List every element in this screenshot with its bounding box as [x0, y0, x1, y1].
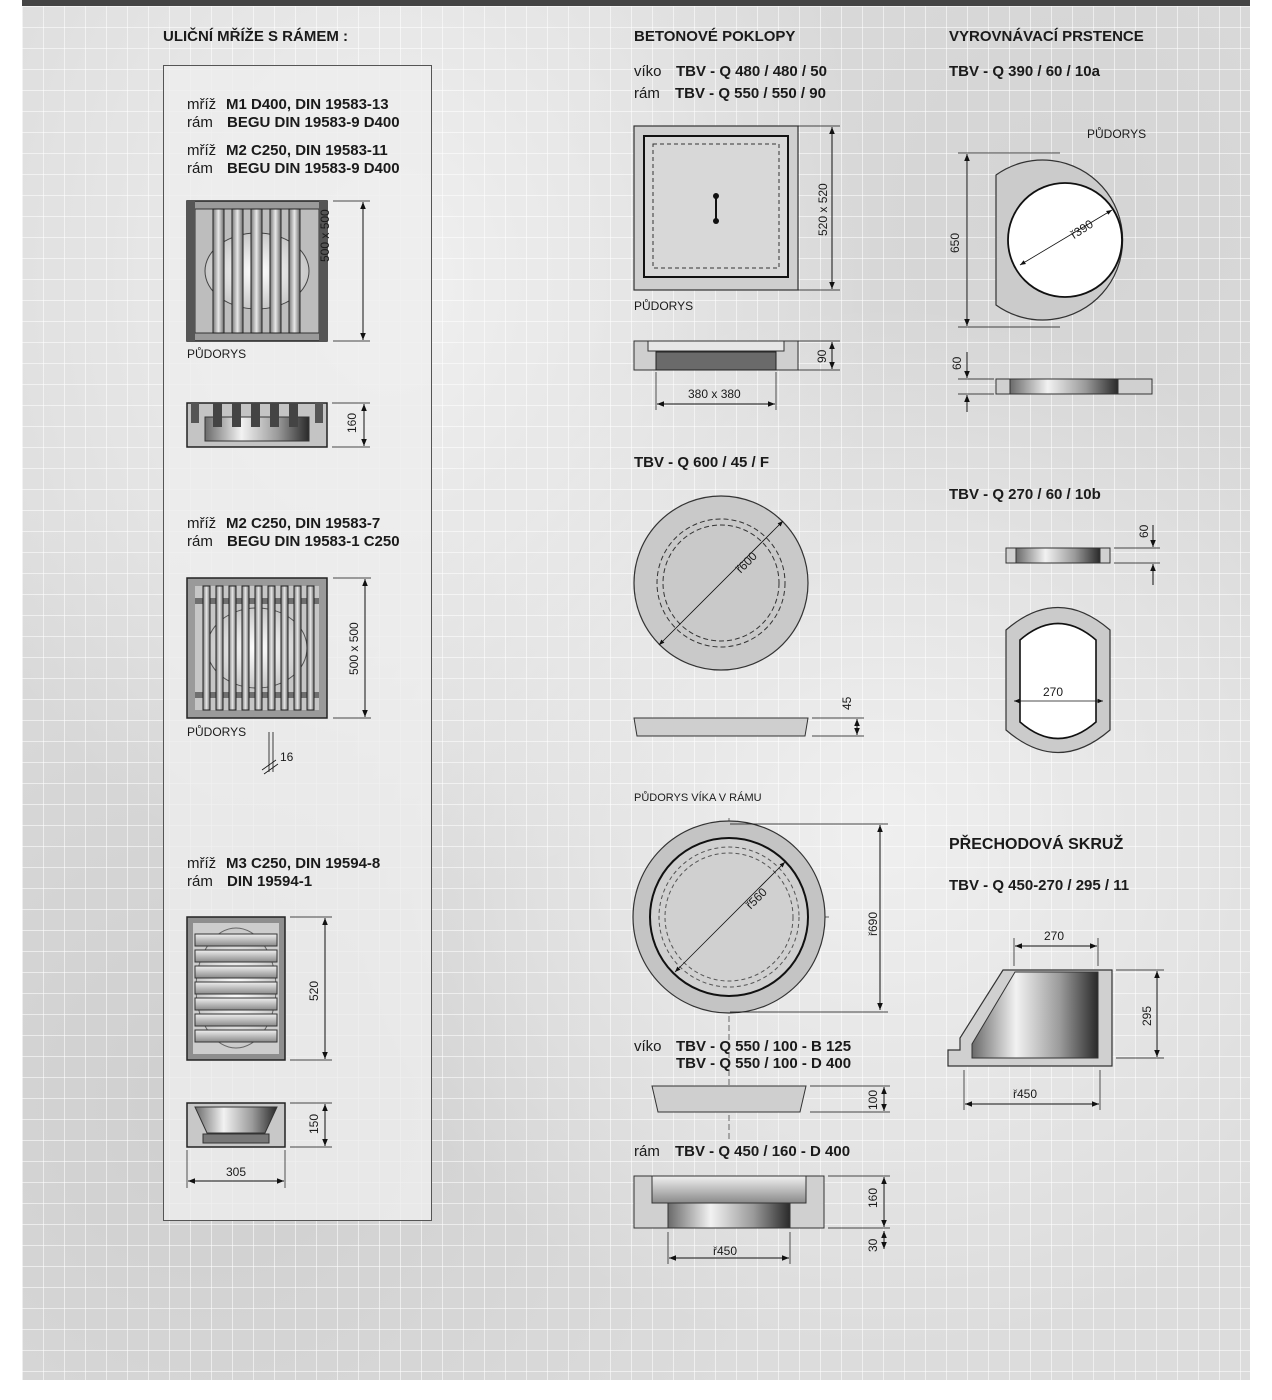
- round-cover-title: TBV - Q 600 / 45 / F: [634, 454, 770, 471]
- dimension-label: 305: [226, 1165, 247, 1179]
- dimension-label: 16: [280, 750, 294, 764]
- ring-390-plan: [995, 159, 1124, 321]
- dimension-label: 150: [307, 1113, 321, 1134]
- grate-label: mříž: [187, 515, 217, 532]
- dimension-label: ř690: [866, 911, 880, 936]
- plan-view-label: PŮDORYS: [1087, 127, 1147, 141]
- frame-section: [633, 1175, 825, 1229]
- leveling-rings-title: VYROVNÁVACÍ PRSTENCE: [949, 28, 1144, 45]
- grate-spec: M1 D400, DIN 19583-13: [226, 96, 389, 113]
- cover-label: víko: [634, 1038, 662, 1055]
- cover-section: [651, 1085, 807, 1113]
- dimension-label: ř450: [1013, 1087, 1038, 1101]
- frame-spec: DIN 19594-1: [227, 873, 313, 890]
- grate-m3-plan: [186, 916, 286, 1061]
- plan-view-label: PŮDORYS VÍKA V RÁMU: [634, 792, 762, 804]
- dimension-label: 45: [840, 696, 854, 710]
- dimension-label: ř450: [713, 1244, 738, 1258]
- page-footer-margin: [0, 1380, 1272, 1400]
- gratings-title: ULIČNÍ MŘÍŽE S RÁMEM :: [163, 28, 348, 45]
- plan-view-label: PŮDORYS: [634, 299, 694, 313]
- grate-label: mříž: [187, 142, 217, 159]
- frame-spec: TBV - Q 450 / 160 - D 400: [675, 1143, 851, 1160]
- ring-270-plan: [1005, 606, 1111, 754]
- grate-m3-side: [186, 1102, 286, 1148]
- dimension-label: 295: [1140, 1005, 1154, 1026]
- grate-label: mříž: [187, 96, 217, 113]
- dimension-label: 30: [866, 1238, 880, 1252]
- concrete-covers-title: BETONOVÉ POKLOPY: [634, 28, 796, 45]
- grate-m1-plan: [186, 200, 328, 342]
- cover-spec: TBV - Q 480 / 480 / 50: [676, 63, 827, 80]
- frame-spec: BEGU DIN 19583-9 D400: [227, 160, 400, 177]
- plan-view-label: PŮDORYS: [187, 347, 247, 361]
- transition-ring-section: [947, 969, 1113, 1067]
- square-cover-plan: [633, 125, 799, 291]
- frame-label: rám: [187, 533, 213, 550]
- frame-label: rám: [187, 160, 213, 177]
- frame-label: rám: [634, 1143, 660, 1160]
- cover-label: víko: [634, 63, 662, 80]
- grate-spec: M2 C250, DIN 19583-11: [226, 142, 388, 159]
- cover-spec: TBV - Q 550 / 100 - B 125: [676, 1038, 852, 1055]
- dimension-label: 160: [345, 412, 359, 433]
- dimension-label: 60: [1137, 524, 1151, 538]
- dimension-label: 520: [307, 980, 321, 1001]
- grate-m1-side: [186, 402, 328, 448]
- dimension-label: 520 x 520: [816, 183, 830, 236]
- dimension-label: 500 x 500: [347, 622, 361, 675]
- dimension-label: 500 x 500: [318, 209, 332, 262]
- dimension-label: 60: [950, 356, 964, 370]
- dimension-label: 270: [1043, 685, 1064, 699]
- bar-width-mark: [261, 732, 279, 775]
- ring-270-section: [1005, 547, 1111, 564]
- frame-label: rám: [634, 85, 660, 102]
- ring-390-section: [995, 378, 1153, 395]
- dimension-label: 270: [1044, 929, 1065, 943]
- dimension-label: 160: [866, 1187, 880, 1208]
- frame-spec: TBV - Q 550 / 550 / 90: [675, 85, 826, 102]
- round-cover-plan: [633, 495, 809, 671]
- frame-label: rám: [187, 873, 213, 890]
- plan-view-label: PŮDORYS: [187, 725, 247, 739]
- round-cover-section: [633, 717, 809, 737]
- grate-spec: M3 C250, DIN 19594-8: [226, 855, 381, 872]
- grate-label: mříž: [187, 855, 217, 872]
- dimension-label: 90: [815, 349, 829, 363]
- transition-ring-spec: TBV - Q 450-270 / 295 / 11: [949, 877, 1130, 894]
- top-bar: [22, 0, 1250, 6]
- frame-spec: BEGU DIN 19583-1 C250: [227, 533, 400, 550]
- frame-spec: BEGU DIN 19583-9 D400: [227, 114, 400, 131]
- cover-in-frame-plan: [632, 818, 830, 1140]
- grate-m2-plan: [186, 577, 328, 719]
- ring-spec: TBV - Q 270 / 60 / 10b: [949, 486, 1101, 503]
- square-cover-section: [633, 340, 799, 371]
- cover-spec: TBV - Q 550 / 100 - D 400: [676, 1055, 852, 1072]
- grate-spec: M2 C250, DIN 19583-7: [226, 515, 381, 532]
- dimension-label: 100: [866, 1089, 880, 1110]
- frame-label: rám: [187, 114, 213, 131]
- dimension-label: 650: [948, 232, 962, 253]
- dimension-label: 380 x 380: [688, 387, 741, 401]
- transition-ring-title: PŘECHODOVÁ SKRUŽ: [949, 836, 1124, 853]
- ring-spec: TBV - Q 390 / 60 / 10a: [949, 63, 1100, 80]
